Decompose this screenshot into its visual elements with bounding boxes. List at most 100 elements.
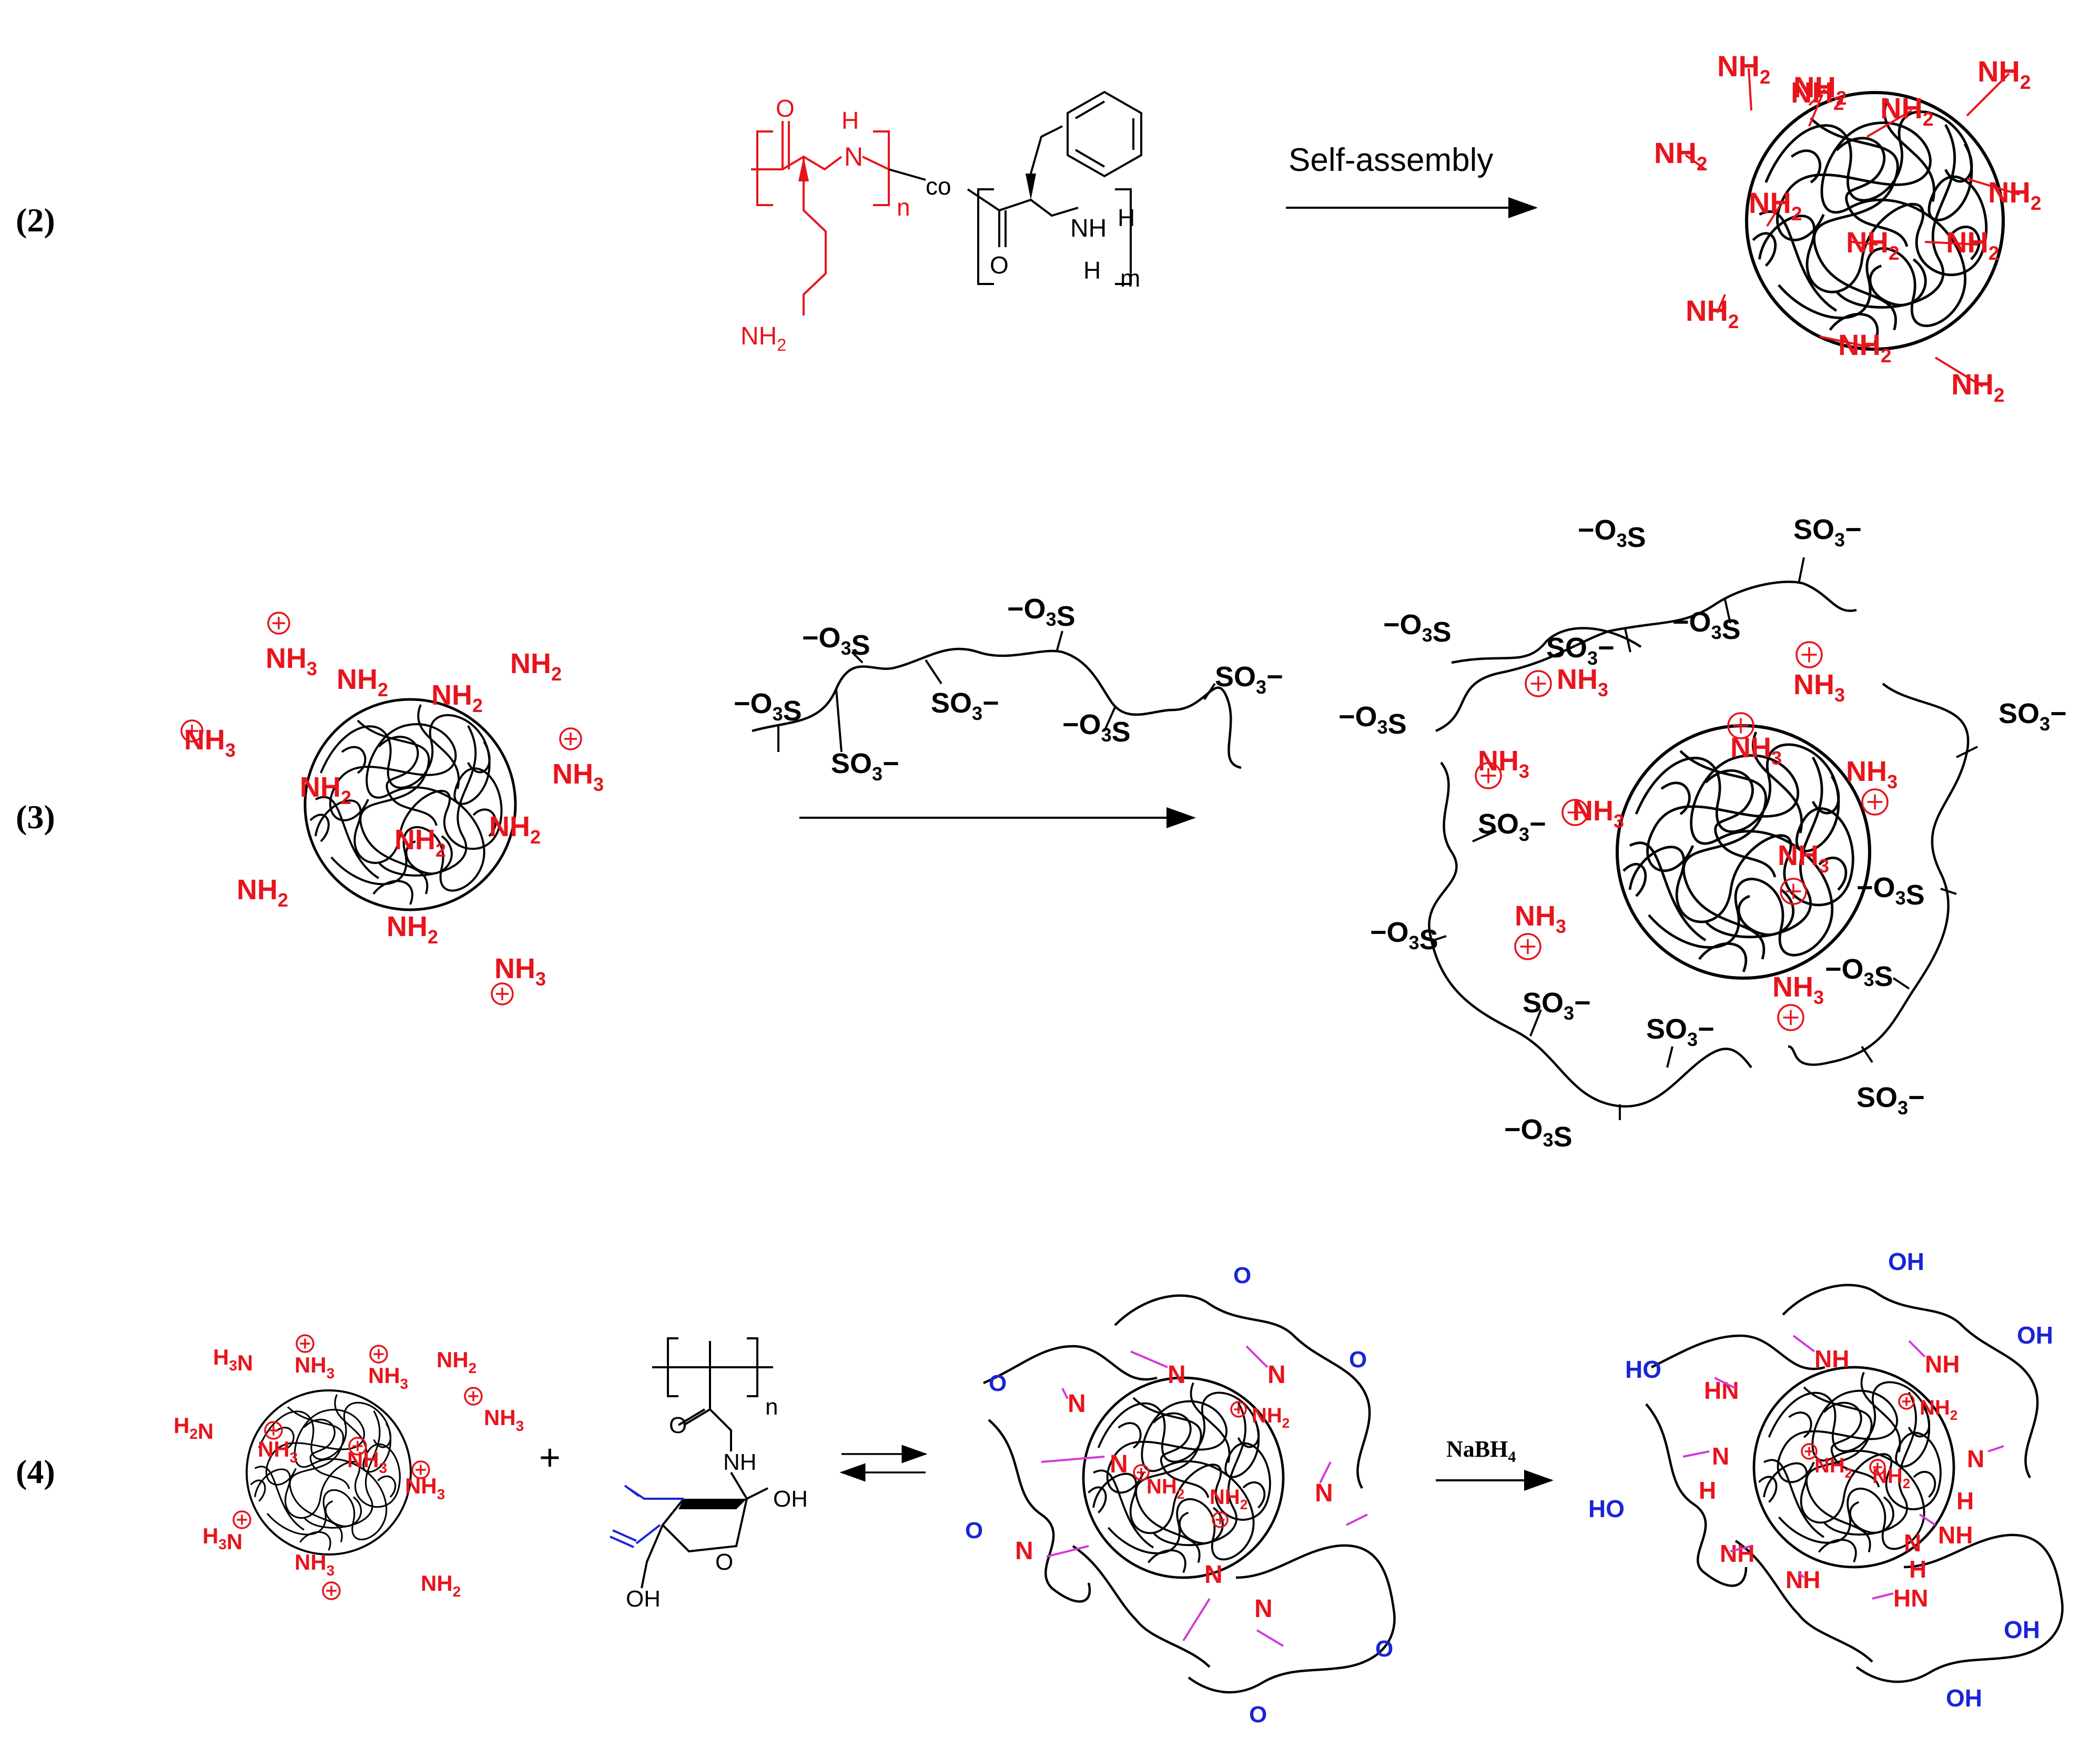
amine-single-bond: [1730, 1545, 1752, 1552]
sulfonate-label: −O3S: [734, 688, 802, 727]
particle-amine-label: NH2: [1988, 176, 2041, 214]
particle-amine-label: NH2: [1951, 368, 2004, 406]
particle-amine-label: H2N: [174, 1413, 214, 1444]
imine-n-label: N: [1267, 1361, 1286, 1389]
particle-amine-label: NH3: [295, 1353, 334, 1381]
particle-amine-label: NH3: [258, 1437, 298, 1466]
positive-charge: [232, 1510, 251, 1529]
nh-label: NH: [1070, 215, 1107, 242]
sulfonate-label: SO3−: [1793, 514, 1862, 551]
particle-amine-label: NH2: [510, 648, 562, 685]
row2-monomer-structure: O H N n NH2 co O NH H m H: [740, 90, 1142, 354]
equilibrium-arrows: [839, 1445, 928, 1482]
positive-charge: [1777, 1004, 1804, 1031]
amide-h-label: H: [841, 107, 859, 134]
particle-amine-label: NH3: [1772, 971, 1824, 1008]
imine-double-bond: [1346, 1513, 1368, 1526]
monomer-ring-o-label: O: [715, 1549, 733, 1575]
particle-amine-label: NH2: [1654, 136, 1707, 175]
row-label-2: (2): [16, 201, 55, 239]
positive-charge: [1514, 933, 1541, 960]
sulfonate-label: −O3S: [1383, 609, 1452, 648]
amine-single-bond: [1872, 1592, 1894, 1600]
monomer-ch2oh-label: OH: [626, 1586, 661, 1612]
sulfonate-label: SO3−: [1856, 1082, 1925, 1119]
reduction-arrow: NaBH4: [1436, 1436, 1554, 1491]
particle-amine-label: NH3: [295, 1550, 334, 1579]
imine-n-label: N: [1204, 1561, 1223, 1589]
particle-amine-label: NH2: [421, 1571, 461, 1600]
particle-amine-bond: [1685, 154, 1705, 169]
particle-amine-label: NH3: [368, 1363, 408, 1392]
hydroxyl-label: HO: [1625, 1356, 1661, 1383]
positive-charge: [369, 1345, 388, 1364]
positive-charge: [1561, 799, 1589, 826]
particle-amine-bond: [1966, 73, 2010, 117]
particle-amine-label: NH2: [1749, 186, 1802, 225]
imine-n-label: N: [1068, 1390, 1086, 1418]
positive-charge: [264, 1421, 283, 1440]
positive-charge: [180, 719, 204, 743]
positive-charge: [267, 612, 290, 635]
amine-single-bond: [1919, 1513, 1936, 1526]
hydroxyl-label: OH: [1888, 1248, 1924, 1275]
particle-amine-label: NH2: [1147, 1475, 1184, 1502]
side-amine-label: NH2: [740, 322, 786, 354]
positive-charge: [1475, 762, 1502, 789]
particle-amine-label: NH2: [1920, 1396, 1957, 1423]
amine-single-bond: [1908, 1340, 1926, 1358]
particle-amine-label: NH2: [394, 824, 446, 861]
amine-nh-label: NH: [1785, 1566, 1820, 1593]
particle-amine-label: NH2: [431, 679, 483, 716]
sulfonate-label: −O3S: [1825, 953, 1893, 992]
imine-double-bond: [1182, 1598, 1211, 1642]
sulfonate-label: −O3S: [1578, 514, 1646, 553]
m-subscript: m: [1120, 265, 1140, 292]
particle-amine-label: NH2: [1977, 55, 2031, 93]
monomer-n-subscript: n: [765, 1394, 778, 1420]
amine-n-label: N: [1904, 1529, 1921, 1557]
particle-amine-label: NH2: [237, 874, 288, 911]
particle-amine-bond: [1851, 241, 1878, 246]
hydroxyl-label: OH: [2017, 1322, 2053, 1349]
sulfonate-label: −O3S: [1672, 606, 1741, 645]
particle-amine-label: H3N: [202, 1523, 242, 1554]
particle-amine-label: NH3: [484, 1405, 524, 1434]
amine-nh-label: NH: [1720, 1540, 1754, 1567]
monomer-nh-label: NH: [723, 1449, 757, 1475]
particle-amine-label: NH3: [1846, 756, 1898, 792]
imine-n-label: N: [1110, 1450, 1128, 1478]
aldehyde-o-label: O: [965, 1518, 983, 1543]
sulfonate-label: −O3S: [1856, 872, 1925, 911]
particle-amine-label: NH2: [387, 911, 438, 948]
reagent-label: NaBH4: [1446, 1436, 1516, 1466]
positive-charge: [1230, 1401, 1247, 1418]
sulfonate-label: SO3−: [1546, 632, 1615, 669]
self-assembly-arrow: Self-assembly: [1286, 142, 1538, 218]
carbonyl-o-label: O: [776, 95, 795, 122]
particle-amine-label: H3N: [213, 1345, 253, 1375]
particle-amine-label: NH3: [1478, 745, 1529, 782]
particle-amine-label: NH2: [1252, 1404, 1290, 1431]
particle-amine-label: NH2: [1838, 328, 1891, 367]
particle-amine-label: NH3: [1515, 900, 1566, 937]
sulfonate-label: −O3S: [1062, 709, 1131, 748]
positive-charge: [1795, 641, 1823, 668]
positive-charge: [1801, 1443, 1818, 1460]
particle-amine-label: NH2: [1793, 70, 1847, 109]
positive-charge: [1525, 670, 1552, 697]
particle-amine-bond: [1924, 241, 1978, 246]
particle-amine-label: NH3: [1573, 795, 1624, 832]
positive-charge: [1780, 878, 1807, 905]
particle-amine-label: NH3: [1778, 840, 1829, 877]
particle-amine-label: NH2: [1791, 76, 1844, 114]
h-label-2: H: [1083, 257, 1101, 284]
amine-hn-label: HN: [1893, 1584, 1928, 1612]
aldehyde-o-label: O: [1375, 1636, 1393, 1662]
amide-n-label: N: [844, 142, 863, 171]
